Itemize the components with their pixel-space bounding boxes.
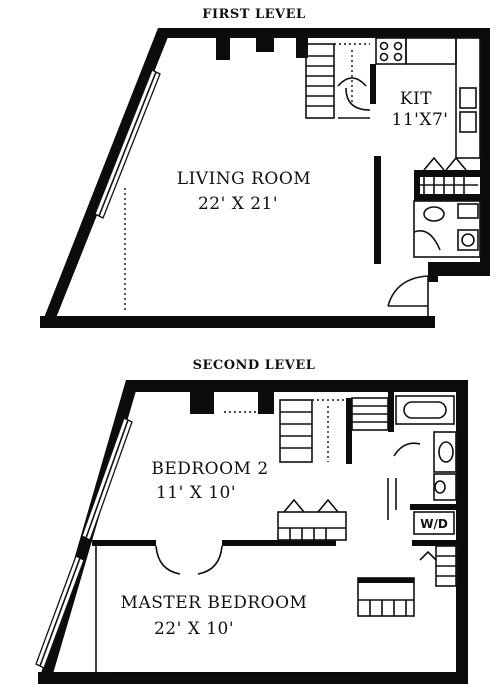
second-level-heading: SECOND LEVEL: [193, 358, 316, 373]
toilet: [433, 431, 457, 473]
master-doors: [155, 545, 223, 575]
entry-door-swing: [387, 275, 429, 307]
second-level-plan: W/D BEDROOM 2 11' X 10' MASTER BEDROOM 2…: [35, 380, 468, 684]
second-stairs: [224, 399, 344, 463]
first-notch-1: [216, 38, 230, 60]
bedroom2-name: BEDROOM 2: [151, 459, 268, 479]
first-stairs: [305, 43, 371, 119]
kitchen-size: 11'X7': [392, 110, 449, 130]
first-right-corner: [428, 262, 490, 276]
second-right-wall: [456, 380, 468, 684]
first-top-wall: [158, 28, 490, 38]
bedroom2-closet: [277, 511, 347, 541]
second-top-wall: [126, 380, 468, 392]
living-room-size: 22' X 21': [198, 194, 278, 214]
stove: [375, 37, 407, 65]
first-notch-2: [256, 38, 274, 52]
first-bottom-wall: [40, 316, 435, 328]
sink: [459, 87, 477, 109]
master-bedroom-size: 22' X 10': [154, 619, 234, 639]
vanity: [433, 473, 457, 501]
living-partition: [374, 156, 381, 264]
kitchen-name: KIT: [400, 89, 432, 109]
first-level-heading: FIRST LEVEL: [202, 7, 305, 22]
living-room-name: LIVING ROOM: [177, 169, 311, 189]
first-slanted-wall: [40, 28, 170, 328]
first-level-plan: LIVING ROOM 22' X 21' KIT 11'X7': [40, 28, 490, 328]
washer-dryer-label: W/D: [420, 517, 448, 531]
first-right-wall: [480, 28, 490, 276]
washer-dryer: [413, 511, 455, 535]
first-notch-3: [296, 38, 308, 58]
bedroom2-size: 11' X 10': [156, 483, 236, 503]
kitchen-counter: [455, 37, 481, 159]
bathtub: [395, 395, 455, 425]
master-bedroom-name: MASTER BEDROOM: [121, 593, 308, 613]
